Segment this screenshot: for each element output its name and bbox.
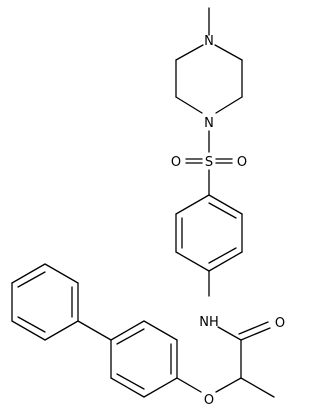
atom-label-oxygen-sulfonyl-left: O	[171, 155, 181, 170]
benzene-ring-central	[175, 194, 243, 272]
bond	[44, 320, 79, 341]
atom-label-oxygen-sulfonyl-right: O	[237, 155, 247, 170]
sulfonyl-double-bonds	[185, 158, 233, 164]
atom-label-sulfur: S	[205, 155, 213, 170]
atom-label-ether-oxygen: O	[204, 393, 214, 408]
bond	[110, 320, 145, 341]
bond	[208, 251, 243, 272]
atom-label-amide-nh: NH	[199, 315, 219, 330]
bond	[11, 263, 46, 284]
bond	[17, 271, 46, 288]
benzene-ring-biphenyl-b	[11, 263, 79, 341]
bond	[116, 328, 145, 345]
bond-biaryl	[77, 320, 112, 341]
bond	[143, 320, 178, 341]
atom-label-n-methyl: N	[204, 34, 214, 49]
piperazine-ring	[175, 44, 243, 114]
bond	[208, 202, 237, 219]
molecule-canvas: N N S O O NH O O	[11, 7, 285, 408]
bond	[175, 44, 204, 61]
chemical-structure-drawing: N N S O O NH O O	[11, 7, 285, 408]
bond	[175, 194, 210, 215]
bond	[17, 316, 46, 333]
bond	[143, 377, 178, 398]
bond	[214, 44, 243, 61]
bond	[208, 247, 237, 264]
bond	[175, 96, 203, 114]
atom-label-amide-oxygen: O	[275, 316, 285, 331]
bond-oxygen-aryl	[176, 377, 202, 393]
bond-alpha-oxygen	[215, 377, 242, 393]
bond	[175, 251, 210, 272]
benzene-ring-biphenyl-a	[110, 320, 178, 398]
bond	[208, 194, 243, 215]
bond	[110, 377, 145, 398]
bond	[11, 320, 46, 341]
carbonyl-double-bond	[238, 321, 271, 341]
bond	[116, 373, 145, 390]
bond-nh-carbonyl	[217, 326, 242, 341]
bond	[238, 321, 269, 335]
bond	[215, 96, 243, 114]
bond-alpha-methyl	[240, 377, 275, 398]
atom-label-n-sulfonyl: N	[204, 116, 214, 131]
bond	[240, 327, 271, 341]
bond	[44, 263, 79, 284]
